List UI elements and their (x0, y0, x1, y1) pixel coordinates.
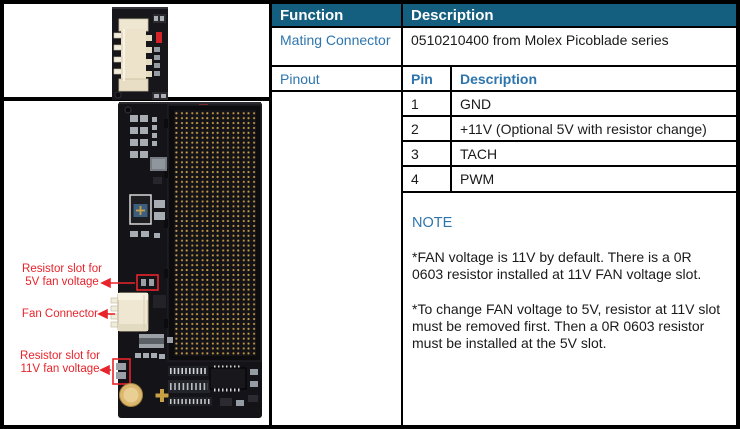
pin-3-number: 3 (403, 142, 452, 167)
note-cell: NOTE *FAN voltage is 11V by default. The… (403, 193, 736, 425)
pin-1-description: GND (452, 92, 736, 117)
resistor-slot-11v-box (112, 358, 131, 385)
annotation-5v-resistor-slot: Resistor slot for 5V fan voltage (12, 263, 112, 289)
board-overview-cell: Resistor slot for 5V fan voltage Fan Con… (4, 101, 269, 425)
pin-4-description: PWM (452, 167, 736, 193)
annotation-fan-label: Fan Connector (21, 308, 98, 320)
pin-column-header: Pin (403, 67, 452, 92)
board-overview-photo (97, 102, 262, 418)
fan-connector-closeup-graphic (112, 7, 168, 100)
callout-arrows (97, 277, 135, 376)
smd-components (130, 115, 165, 238)
pin-3-description: TACH (452, 142, 736, 167)
spec-table: Function Description Mating Connector 05… (272, 4, 736, 425)
board-fan-connector (110, 292, 149, 332)
pin-description-header: Description (452, 67, 736, 92)
mating-connector-value: 0510210400 from Molex Picoblade series (403, 28, 736, 67)
pin1-red-mark (156, 32, 162, 43)
pin-4-number: 4 (403, 167, 452, 193)
pin-2-number: 2 (403, 117, 452, 142)
function-column-spacer (272, 92, 403, 425)
pin-1-number: 1 (403, 92, 452, 117)
annotation-11v-line1: Resistor slot for (20, 350, 100, 362)
arrow-fan-connector (97, 308, 108, 320)
pin-2-description: +11V (Optional 5V with resistor change) (452, 117, 736, 142)
arrow-11v-slot (99, 364, 110, 376)
arrow-5v-slot (100, 277, 111, 289)
annotation-5v-line2: 5V fan voltage (25, 276, 99, 288)
resistor-slot-5v-box (136, 274, 159, 291)
mating-connector-label: Mating Connector (272, 28, 403, 67)
fan-connector-closeup-photo (112, 7, 168, 100)
photo-column: Resistor slot for 5V fan voltage Fan Con… (4, 4, 272, 425)
pinout-label: Pinout (272, 67, 403, 92)
column-header-function: Function (272, 4, 403, 28)
annotation-11v-resistor-slot: Resistor slot for 11V fan voltage (10, 350, 110, 376)
high-density-connector (164, 104, 262, 362)
fan-connector (113, 18, 152, 92)
annotation-11v-line2: 11V fan voltage (20, 363, 100, 375)
note-paragraph-1: *FAN voltage is 11V by default. There is… (412, 249, 702, 282)
annotation-5v-line1: Resistor slot for (22, 263, 102, 275)
ic-chip (209, 365, 247, 392)
annotation-fan-connector: Fan Connector (11, 308, 98, 321)
note-paragraph-2: *To change FAN voltage to 5V, resistor a… (412, 301, 721, 351)
column-header-description: Description (403, 4, 736, 28)
note-title: NOTE (412, 215, 453, 231)
fan-connector-closeup-cell (4, 4, 269, 101)
